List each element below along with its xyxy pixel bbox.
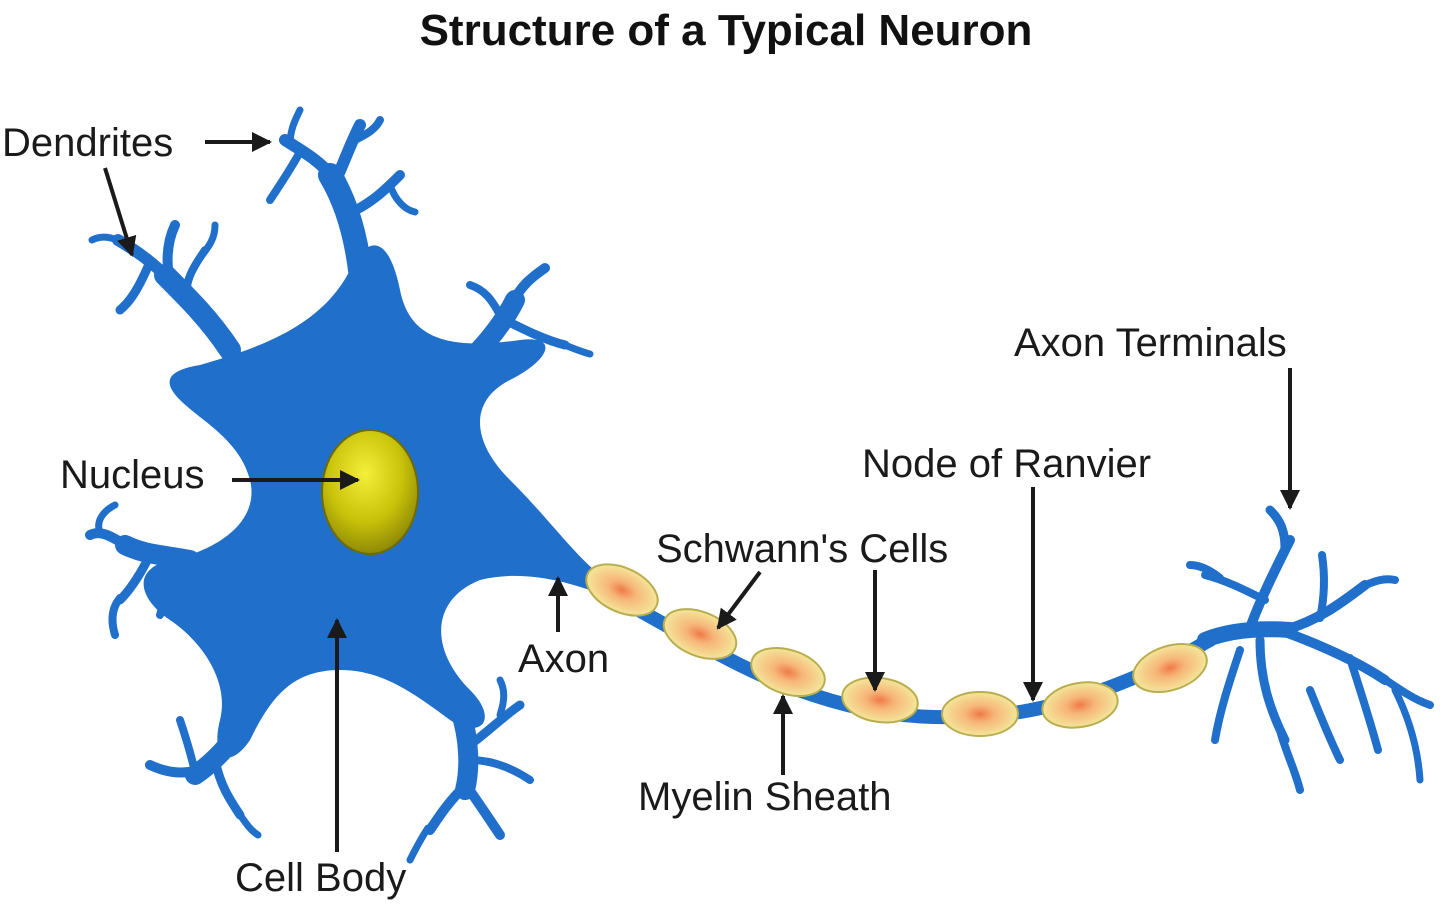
schwann-cell (941, 691, 1019, 737)
schwann-cells (585, 563, 1208, 737)
dendrites-lower-right (406, 676, 534, 864)
label-axon-terminals: Axon Terminals (1014, 321, 1287, 365)
dendrites-arrow-down (103, 167, 137, 257)
neuron-shape (85, 106, 1434, 864)
schwann-cell (750, 647, 826, 697)
dendrites-upper-left (88, 220, 241, 361)
schwann-cell (1041, 681, 1119, 729)
dendrites-top (266, 106, 419, 282)
label-schwann-cells: Schwann's Cells (656, 527, 948, 571)
schwann-cell (585, 563, 659, 617)
nucleus-shape (321, 429, 419, 555)
label-myelin-sheath: Myelin Sheath (638, 775, 891, 819)
label-dendrites: Dendrites (2, 121, 173, 165)
dendrites-upper-right (460, 263, 594, 370)
label-axon: Axon (518, 637, 609, 681)
axon-terminals-branches (1186, 505, 1434, 794)
pointer-arrows (103, 132, 1300, 852)
schwann-cell (1132, 643, 1208, 693)
label-cell-body: Cell Body (235, 856, 406, 900)
diagram-title: Structure of a Typical Neuron (420, 6, 1033, 55)
label-nucleus: Nucleus (60, 453, 205, 497)
label-node-of-ranvier: Node of Ranvier (862, 442, 1151, 486)
dendrites-lower-left (145, 716, 262, 839)
dendrites-left (85, 501, 200, 639)
schwann-arrow (716, 570, 762, 630)
